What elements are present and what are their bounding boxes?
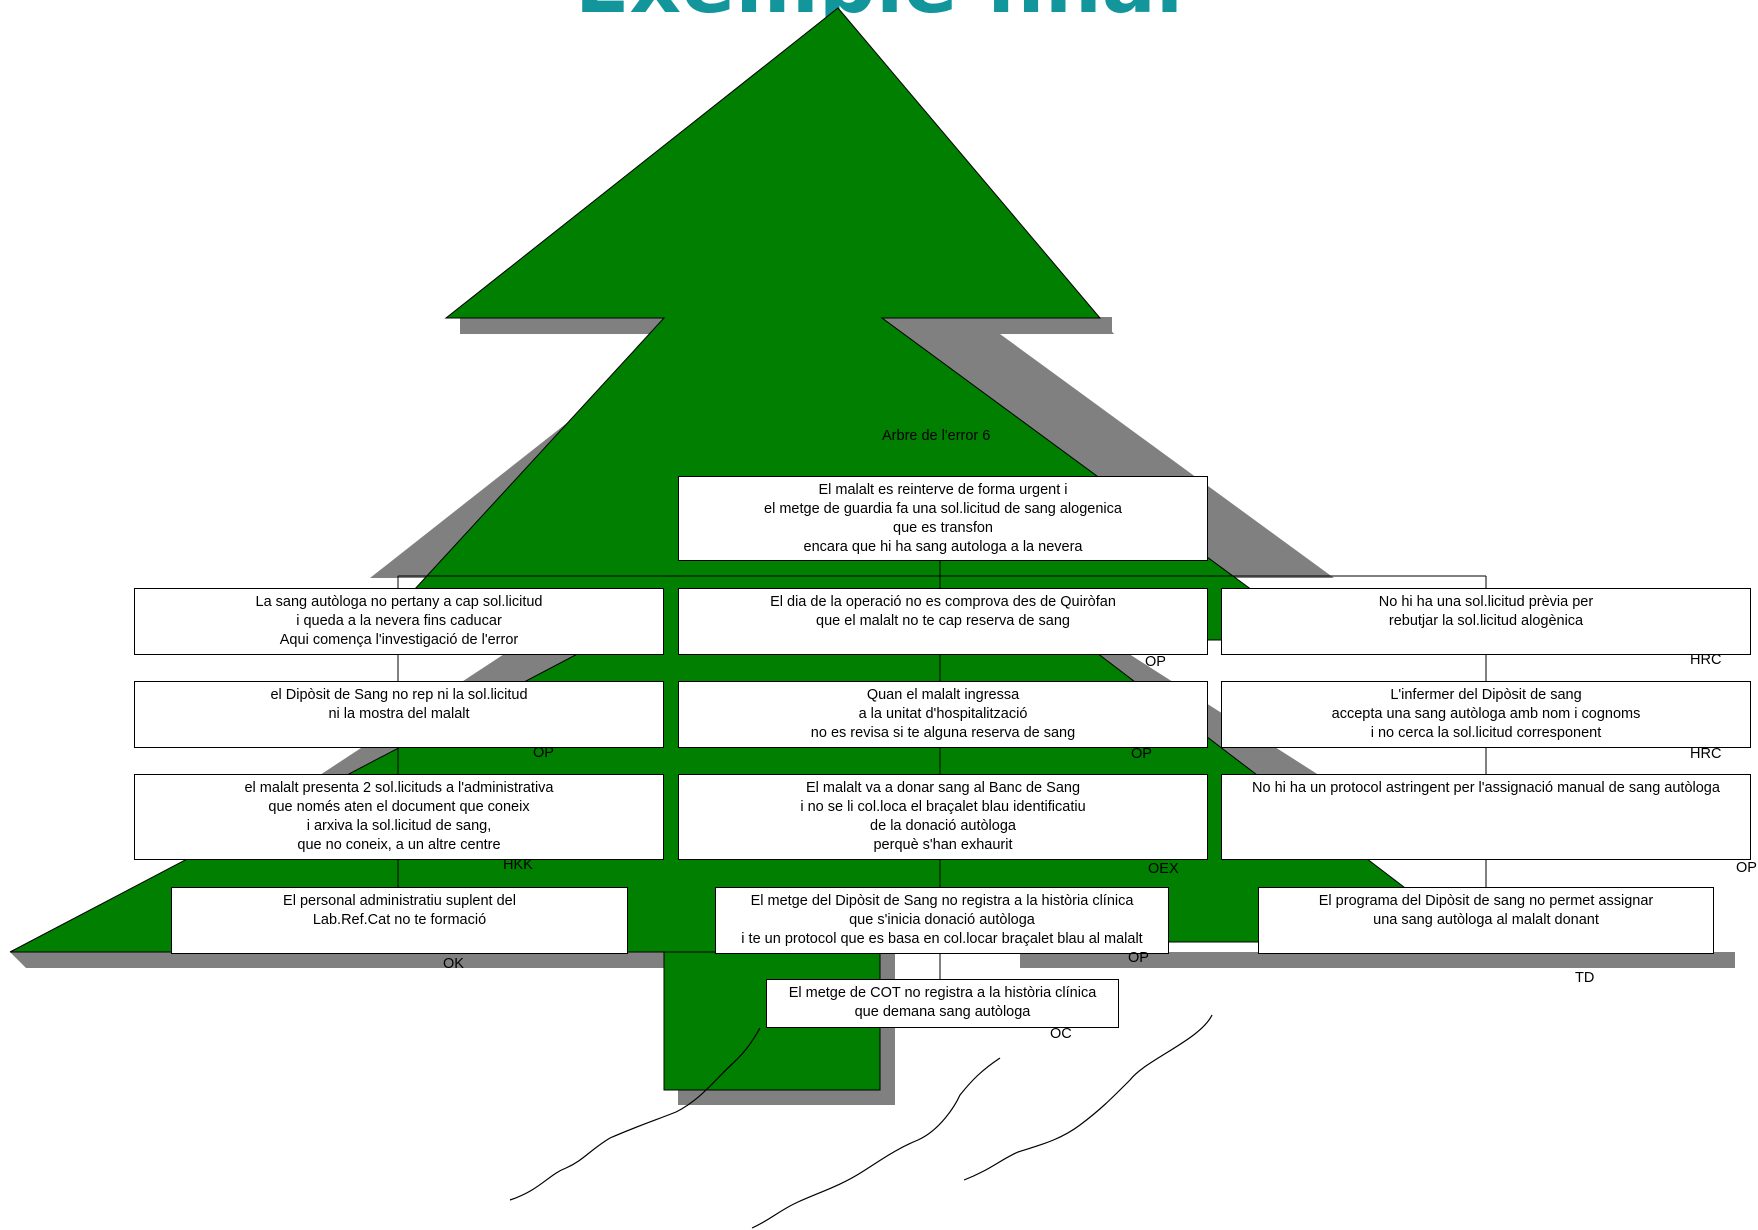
center-cause-5: El metge de COT no registra a la històri…: [766, 979, 1119, 1028]
center-cause-4: El metge del Dipòsit de Sang no registra…: [715, 887, 1169, 954]
right-cause-4: El programa del Dipòsit de sang no perme…: [1258, 887, 1714, 954]
left-cause-4: El personal administratiu suplent del La…: [171, 887, 628, 954]
left-code-3: HKK: [503, 857, 533, 873]
center-cause-2: Quan el malalt ingressa a la unitat d'ho…: [678, 681, 1208, 748]
roots: [509, 1014, 1213, 1229]
center-code-5: OC: [1050, 1026, 1072, 1042]
left-cause-3: el malalt presenta 2 sol.licituds a l'ad…: [134, 774, 664, 860]
diagram-caption: Arbre de l'error 6: [882, 428, 991, 444]
right-cause-3: No hi ha un protocol astringent per l'as…: [1221, 774, 1751, 860]
left-code-2: OP: [533, 745, 554, 761]
right-code-2: HRC: [1690, 746, 1722, 762]
right-cause-1: No hi ha una sol.licitud prèvia per rebu…: [1221, 588, 1751, 655]
right-code-4: TD: [1575, 970, 1595, 986]
left-code-4: OK: [443, 956, 464, 972]
center-cause-1: El dia de la operació no es comprova des…: [678, 588, 1208, 655]
left-cause-1: La sang autòloga no pertany a cap sol.li…: [134, 588, 664, 655]
root-event-box: El malalt es reinterve de forma urgent i…: [678, 476, 1208, 561]
center-cause-3: El malalt va a donar sang al Banc de San…: [678, 774, 1208, 860]
right-code-3: OP: [1736, 860, 1757, 876]
center-code-1: OP: [1145, 654, 1166, 670]
left-cause-2: el Dipòsit de Sang no rep ni la sol.lici…: [134, 681, 664, 748]
center-code-4: OP: [1128, 950, 1149, 966]
right-cause-2: L'infermer del Dipòsit de sang accepta u…: [1221, 681, 1751, 748]
center-code-3: OEX: [1148, 861, 1179, 877]
center-code-2: OP: [1131, 746, 1152, 762]
slide-title: Exemple final: [0, 0, 1758, 31]
right-code-1: HRC: [1690, 652, 1722, 668]
